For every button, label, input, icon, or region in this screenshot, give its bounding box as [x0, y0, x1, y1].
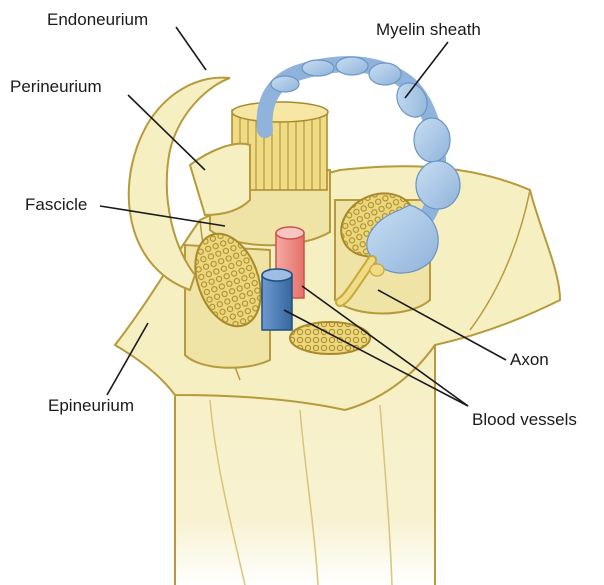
myelin-sheath-leader: [405, 42, 448, 98]
epineurium-label: Epineurium: [48, 396, 134, 416]
perineurium-wrap: [190, 144, 250, 215]
endoneurium-label: Endoneurium: [47, 10, 148, 30]
vein: [262, 269, 292, 330]
axon-label: Axon: [510, 350, 549, 370]
myelin-sheath-label: Myelin sheath: [376, 20, 481, 40]
blood-vessels-label: Blood vessels: [472, 410, 577, 430]
perineurium-label: Perineurium: [10, 77, 102, 97]
fascicle-label: Fascicle: [25, 195, 87, 215]
endoneurium-leader: [176, 27, 206, 70]
